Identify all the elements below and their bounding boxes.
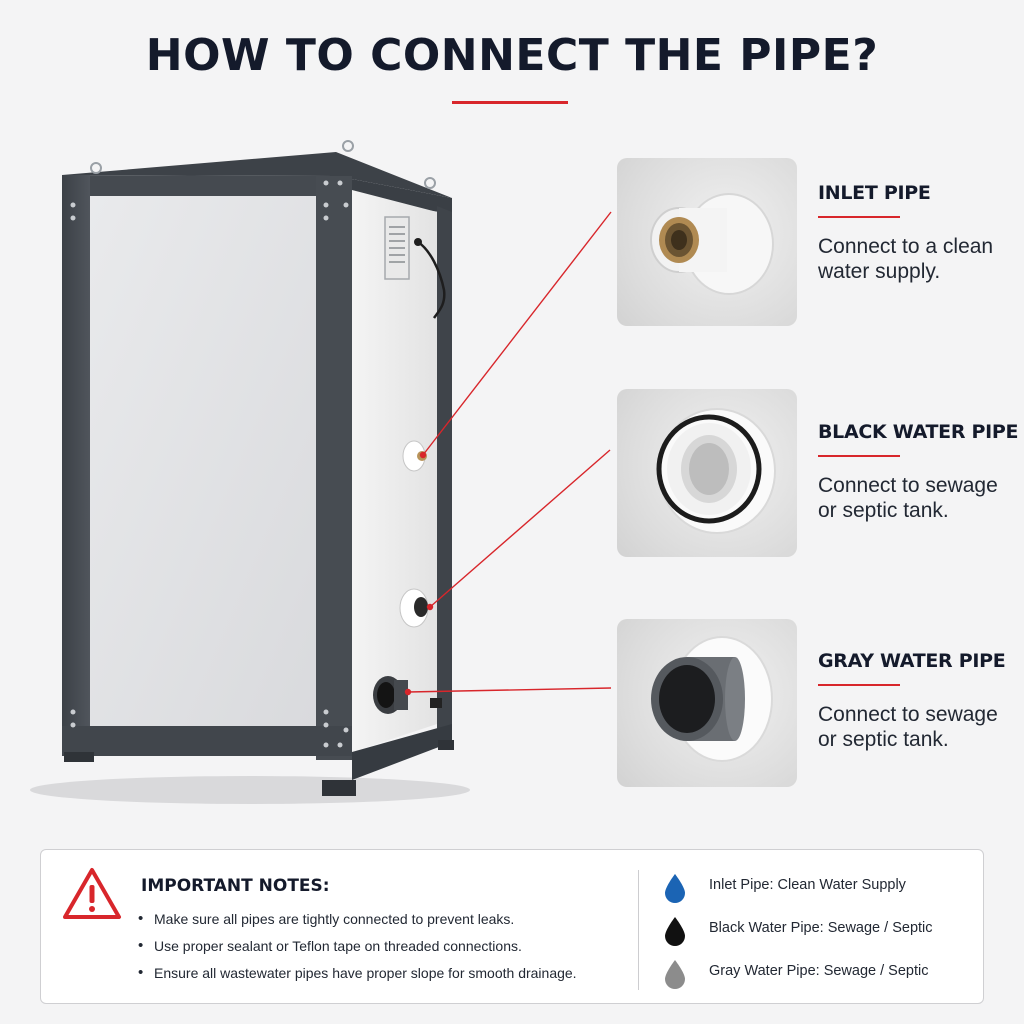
black-water-pipe-rule [818,455,900,457]
legend-label-gray-water: Gray Water Pipe: Sewage / Septic [709,963,929,979]
blue-water-drop-icon [665,874,685,903]
note-item: Use proper sealant or Teflon tape on thr… [136,937,577,964]
gray-water-fitting-photo [617,619,797,787]
black-water-fitting-photo [617,389,797,557]
gray-water-drop-icon [665,960,685,989]
black-water-drop-icon [665,917,685,946]
legend-label-black-water: Black Water Pipe: Sewage / Septic [709,920,933,936]
inlet-pipe-rule [818,216,900,218]
gray-pvc-pipe-outlet-icon [651,636,773,762]
note-item: Make sure all pipes are tightly connecte… [136,910,577,937]
inlet-pipe-description: Connect to a clean water supply. [818,235,994,283]
gray-water-pipe-description: Connect to sewage or septic tank. [818,703,998,751]
notes-divider [638,870,639,990]
page-title: HOW TO CONNECT THE PIPE? [145,30,879,81]
black-water-pipe-info: BLACK WATER PIPE Connect to sewage or se… [818,421,1019,523]
gray-water-pipe-info: GRAY WATER PIPE Connect to sewage or sep… [818,650,1018,752]
notes-list: Make sure all pipes are tightly connecte… [136,910,577,991]
gray-water-pipe-rule [818,684,900,686]
inlet-fitting-photo [617,158,797,326]
inlet-pipe-info: INLET PIPE Connect to a clean water supp… [818,182,1018,284]
black-water-pipe-description: Connect to sewage or septic tank. [818,474,998,522]
inlet-pipe-title: INLET PIPE [818,182,931,204]
title-underline [452,101,568,104]
important-notes-panel: IMPORTANT NOTES: Make sure all pipes are… [40,849,984,1004]
black-water-pipe-title: BLACK WATER PIPE [818,421,1019,443]
water-tank-unit-illustration [30,140,470,804]
note-item: Ensure all wastewater pipes have proper … [136,964,577,991]
white-socket-with-black-seal-icon [656,408,776,534]
callout-lines [404,211,612,696]
warning-triangle-icon [63,868,121,919]
gray-water-pipe-title: GRAY WATER PIPE [818,650,1006,672]
brass-threaded-inlet-fitting-icon [650,193,774,295]
legend-label-inlet: Inlet Pipe: Clean Water Supply [709,877,906,893]
notes-title: IMPORTANT NOTES: [141,876,330,896]
